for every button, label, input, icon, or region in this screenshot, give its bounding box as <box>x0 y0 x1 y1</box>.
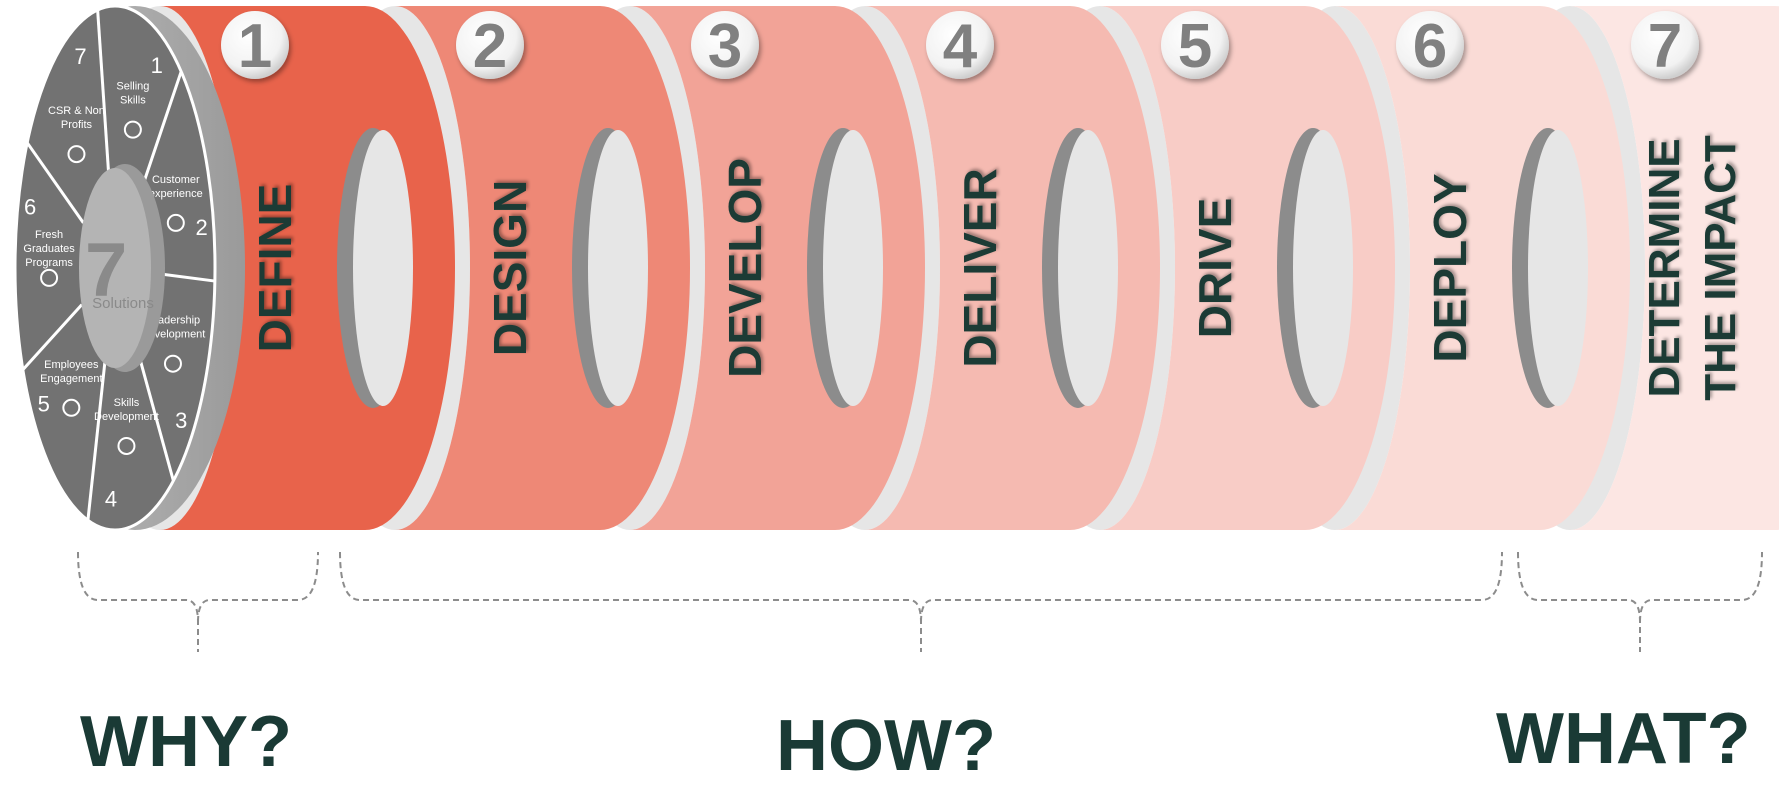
step-label-2: DESIGN <box>484 180 536 356</box>
wheel-segment-number: 5 <box>38 391 50 416</box>
step-label-6: DEPLOY <box>1424 173 1476 362</box>
wheel-divider <box>137 71 183 198</box>
group-label-what: WHAT? <box>1496 699 1751 779</box>
badge-number: 4 <box>943 12 978 81</box>
disc-hole-inner <box>1528 130 1588 406</box>
wheel-segment-number: 1 <box>151 53 163 78</box>
badge-number: 3 <box>708 12 742 81</box>
disc-hole-inner <box>1058 130 1118 406</box>
badge-circle <box>926 11 994 79</box>
step-badge-1: 1 <box>221 11 289 81</box>
wheel-segment-number: 6 <box>24 195 36 220</box>
badge-number: 2 <box>473 12 507 81</box>
step-label-1: DEFINE <box>249 184 301 353</box>
bracket-why <box>77 551 319 652</box>
wheel-divider <box>134 344 175 482</box>
disc-hole-inner <box>1293 130 1353 406</box>
badge-number: 6 <box>1413 12 1447 81</box>
step-badge-3: 3 <box>691 11 759 81</box>
step-label-3: DEVELOP <box>719 158 771 378</box>
badge-circle <box>456 11 524 79</box>
step-label-line: DELIVER <box>954 168 1006 367</box>
step-badge-7: 7 <box>1631 11 1699 81</box>
step-number-badges: 1 2 3 4 5 6 7 <box>221 11 1699 81</box>
badge-circle <box>1161 11 1229 79</box>
wheel-center-label: Solutions <box>92 295 154 312</box>
group-brackets <box>77 551 1763 652</box>
certificate-icon <box>40 268 59 287</box>
wheel-segment-number: 3 <box>175 408 187 433</box>
badge-number: 5 <box>1178 12 1212 81</box>
step-label-line: DETERMINE <box>1640 138 1689 397</box>
wheel-hub <box>79 168 151 368</box>
step-label-line: DEPLOY <box>1424 173 1476 362</box>
step-badge-5: 5 <box>1161 11 1229 81</box>
group-label-why: WHY? <box>80 702 292 782</box>
target-icon <box>117 436 136 455</box>
wheel-divider <box>25 141 85 224</box>
step-label-4: DELIVER <box>954 168 1006 367</box>
step-badge-2: 2 <box>456 11 524 81</box>
wheel-divider <box>86 358 107 521</box>
step-label-line: DEVELOP <box>719 158 771 378</box>
step-label-line: DRIVE <box>1189 198 1241 339</box>
step-label-5: DRIVE <box>1189 198 1241 339</box>
wheel-center-number: 7 <box>85 228 127 313</box>
group-label-how: HOW? <box>776 706 996 786</box>
wheel-segment-number: 4 <box>105 486 117 511</box>
step-label-line: DEFINE <box>249 184 301 353</box>
step-badge-4: 4 <box>926 11 994 81</box>
smiley-icon <box>166 213 185 232</box>
step-badge-6: 6 <box>1396 11 1464 81</box>
badge-circle <box>221 11 289 79</box>
wheel-segment-number: 2 <box>195 215 207 240</box>
bracket-what <box>1517 551 1763 652</box>
wheel-divider <box>21 303 83 371</box>
badge-circle <box>1396 11 1464 79</box>
badge-circle <box>1631 11 1699 79</box>
badge-number: 7 <box>1648 12 1682 81</box>
bracket-how <box>339 551 1503 652</box>
badge-circle <box>691 11 759 79</box>
handshake-icon <box>123 120 142 139</box>
disc-hole-inner <box>353 130 413 406</box>
disc-body <box>1570 6 1779 530</box>
badge-number: 1 <box>238 12 272 81</box>
wheel-segment-number: 7 <box>74 44 86 69</box>
wheel-divider <box>96 9 111 176</box>
person-icon <box>163 354 182 373</box>
hand-icon <box>67 145 86 164</box>
step-label-line: THE IMPACT <box>1696 135 1745 401</box>
disc-hole-inner <box>823 130 883 406</box>
step-label-line: DESIGN <box>484 180 536 356</box>
disc-hole-inner <box>588 130 648 406</box>
star-icon <box>62 398 81 417</box>
